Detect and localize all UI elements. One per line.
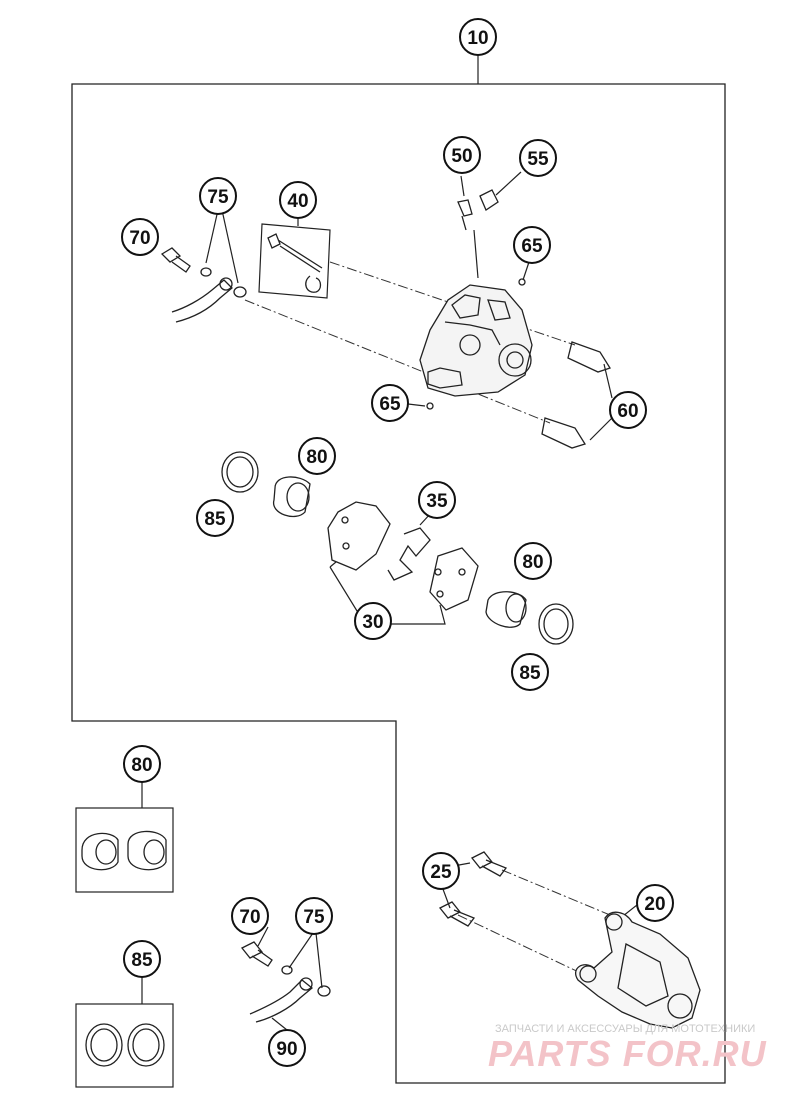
callout-35: 35 xyxy=(418,481,456,519)
watermark-caption: ЗАПЧАСТИ И АКСЕССУАРЫ ДЛЯ МОТОТЕХНИКИ xyxy=(495,1023,755,1035)
svg-text:10: 10 xyxy=(467,28,488,49)
svg-text:20: 20 xyxy=(644,894,665,915)
callout-80-upper: 80 xyxy=(298,437,336,475)
seal-85-right xyxy=(538,603,574,645)
callout-20: 20 xyxy=(636,884,674,922)
kit-piston-a xyxy=(81,832,119,871)
brake-hose-bottom xyxy=(249,979,314,1023)
pin-60-b xyxy=(541,417,586,449)
piston-80-right xyxy=(485,591,527,628)
svg-text:90: 90 xyxy=(276,1039,297,1060)
callout-65-top: 65 xyxy=(513,226,551,264)
watermark: ЗАПЧАСТИ И АКСЕССУАРЫ ДЛЯ МОТОТЕХНИКИ PA… xyxy=(488,1023,767,1074)
svg-text:85: 85 xyxy=(131,950,153,971)
callout-80-lower: 80 xyxy=(514,542,552,580)
kit-piston-b xyxy=(127,830,167,871)
brake-pad-left xyxy=(327,501,391,571)
pin-bolt xyxy=(267,233,323,273)
svg-text:65: 65 xyxy=(521,236,543,257)
svg-text:50: 50 xyxy=(451,146,472,167)
callout-25: 25 xyxy=(422,852,460,890)
banjo-bolt-top xyxy=(160,247,191,273)
svg-text:35: 35 xyxy=(426,491,448,512)
kit-box-85 xyxy=(75,1003,174,1088)
svg-text:75: 75 xyxy=(207,187,229,208)
parts-line-art xyxy=(81,189,701,1067)
watermark-brand: PARTS FOR.RU xyxy=(488,1033,767,1074)
bolt-25-a xyxy=(470,851,508,877)
svg-text:60: 60 xyxy=(617,401,638,422)
callout-85-kit: 85 xyxy=(123,940,161,978)
assembly-frame-10 xyxy=(71,83,726,1084)
callout-40: 40 xyxy=(279,181,317,219)
bleeder-cap xyxy=(479,189,499,211)
bolt-25-b xyxy=(438,901,476,927)
svg-text:80: 80 xyxy=(522,552,543,573)
callout-70-top: 70 xyxy=(121,218,159,256)
pin-clip xyxy=(305,275,322,293)
bleeder-screw xyxy=(457,199,473,231)
callout-65-bottom: 65 xyxy=(371,384,409,422)
brake-hose-top xyxy=(171,279,233,323)
pin-60-a xyxy=(567,341,611,373)
callout-90: 90 xyxy=(268,1029,306,1067)
callout-10: 10 xyxy=(459,18,497,56)
callout-30: 30 xyxy=(354,602,392,640)
callout-85-lower: 85 xyxy=(511,653,549,691)
svg-text:70: 70 xyxy=(239,907,260,928)
pad-spring xyxy=(387,527,431,581)
seal-85-left xyxy=(221,451,259,493)
svg-text:85: 85 xyxy=(204,509,226,530)
callouts: 10 50 55 75 40 70 65 65 60 80 35 85 80 3… xyxy=(121,18,674,1067)
svg-text:55: 55 xyxy=(527,149,549,170)
callout-60: 60 xyxy=(609,391,647,429)
callout-80-kit: 80 xyxy=(123,745,161,783)
svg-text:75: 75 xyxy=(303,907,325,928)
piston-80-left xyxy=(273,476,311,517)
caliper-bracket xyxy=(575,911,701,1029)
callout-75-bottom: 75 xyxy=(295,897,333,935)
callout-75-top: 75 xyxy=(199,177,237,215)
brake-pad-right xyxy=(429,547,479,611)
svg-text:80: 80 xyxy=(306,447,327,468)
callout-85-upper: 85 xyxy=(196,499,234,537)
svg-text:30: 30 xyxy=(362,612,383,633)
kit-seal-a xyxy=(85,1023,123,1067)
banjo-bolt-bottom xyxy=(240,941,273,967)
svg-text:85: 85 xyxy=(519,663,541,684)
svg-text:25: 25 xyxy=(430,862,452,883)
kit-box-80 xyxy=(75,807,174,893)
svg-text:65: 65 xyxy=(379,394,401,415)
callout-70-bottom: 70 xyxy=(231,897,269,935)
svg-text:80: 80 xyxy=(131,755,152,776)
kit-seal-b xyxy=(127,1023,165,1067)
svg-text:70: 70 xyxy=(129,228,150,249)
svg-text:40: 40 xyxy=(287,191,308,212)
callout-55: 55 xyxy=(519,139,557,177)
callout-50: 50 xyxy=(443,136,481,174)
caliper-body xyxy=(419,284,533,397)
